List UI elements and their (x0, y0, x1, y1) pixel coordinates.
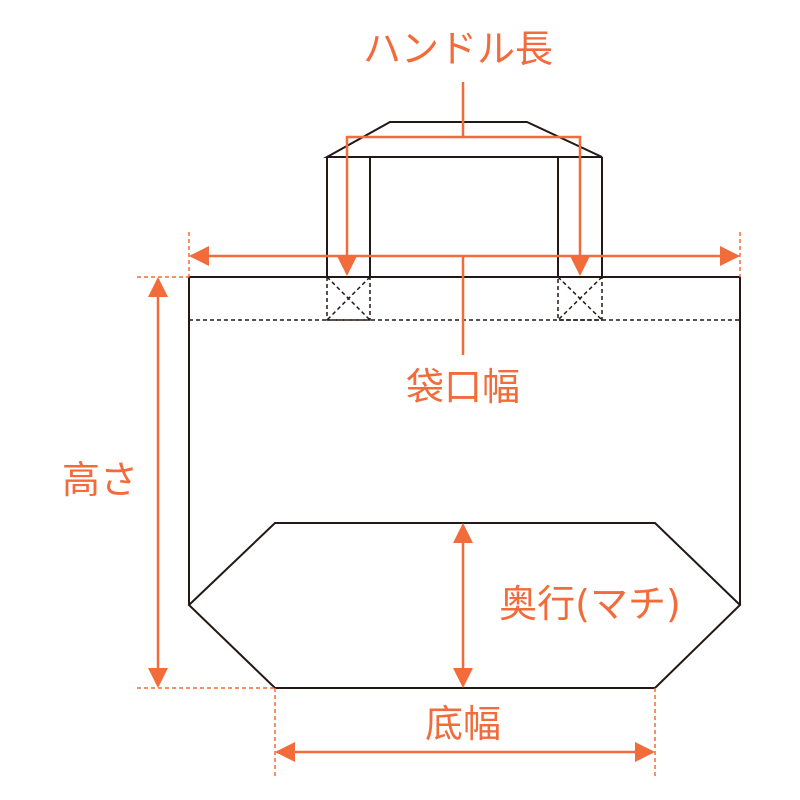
bottom-width-label: 底幅 (425, 702, 501, 746)
handle-length-bracket-right (463, 135, 590, 276)
extension-lines (137, 232, 741, 778)
handle-length-label: ハンドル長 (363, 27, 553, 71)
bag-opening-width-label: 袋口幅 (406, 365, 520, 409)
handle-top (323, 121, 603, 158)
handle-length-bracket-left (337, 135, 463, 276)
stitch-lines (189, 276, 740, 321)
dimension-lines (137, 82, 741, 778)
height-label: 高さ (62, 458, 138, 502)
depth-label: 奥行(マチ) (499, 582, 681, 626)
